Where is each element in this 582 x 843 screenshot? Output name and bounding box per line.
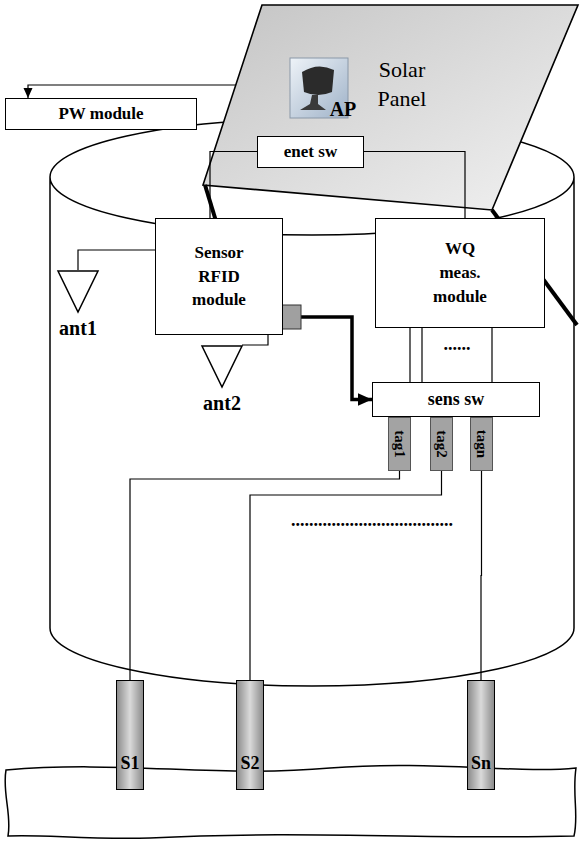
connector-port: [282, 305, 301, 329]
connector: [410, 328, 411, 382]
connector-line: [242, 335, 268, 345]
antenna: ant2: [195, 345, 249, 415]
connector-line: [480, 471, 482, 680]
ellipsis: ......: [444, 334, 471, 356]
antenna: ant1: [51, 270, 105, 340]
connector: [364, 152, 465, 219]
connector-line: [409, 328, 410, 382]
connector: [78, 250, 155, 270]
rfid-tag: tagn: [470, 417, 493, 471]
tag-label: tag1: [391, 430, 408, 458]
device-label: AP: [330, 97, 357, 121]
solar-panel: Solar Panel: [202, 4, 580, 212]
connector-line: [491, 328, 492, 382]
power-module: PW module: [5, 98, 197, 130]
measurement-module: WQ meas. module: [375, 218, 545, 328]
connector-line: [250, 471, 442, 680]
icon-body: [302, 66, 334, 95]
antenna-symbol: [197, 345, 247, 389]
box-label: enet sw: [284, 140, 337, 164]
sensor-label: S1: [120, 753, 139, 775]
arrowhead: [358, 393, 372, 406]
rfid-tag: tag1: [388, 417, 411, 471]
box-label: WQ meas. module: [425, 237, 495, 308]
antenna-symbol: [53, 270, 103, 314]
connector-line: [210, 152, 257, 219]
panel-label: Solar Panel: [357, 56, 447, 113]
probe-sensor: Sn: [467, 680, 495, 790]
antenna-symbol: [58, 271, 98, 312]
panel-fill: [203, 5, 578, 210]
sensor-label: Sn: [471, 753, 491, 775]
connector-line: [28, 85, 236, 98]
arrowhead: [24, 88, 33, 98]
connector: [492, 328, 493, 382]
connector: [242, 335, 268, 345]
box-label: PW module: [58, 102, 143, 126]
rfid-tag: tag2: [430, 417, 453, 471]
connector: [250, 471, 442, 680]
rfid-module: Sensor RFID module: [155, 218, 283, 335]
connector: [422, 328, 423, 382]
connector-line: [78, 250, 155, 270]
antenna-label: ant1: [51, 316, 105, 340]
connector: [210, 152, 257, 219]
connector: [301, 317, 372, 406]
probe-sensor: S2: [236, 680, 264, 790]
connector-line: [421, 328, 422, 382]
tank-outline: [50, 119, 574, 686]
connector-line: [364, 152, 465, 219]
antenna-symbol: [202, 346, 242, 387]
ellipsis: ....................................: [291, 510, 453, 532]
tag-label: tagn: [473, 430, 490, 458]
antenna-label: ant2: [195, 391, 249, 415]
connector: [24, 85, 236, 98]
connector-line: [301, 317, 372, 400]
icon-stand: [300, 95, 326, 110]
panel-outline: [203, 5, 578, 210]
tag-label: tag2: [433, 430, 450, 458]
sensor-label: S2: [240, 753, 259, 775]
sensor-switch: sens sw: [372, 382, 540, 417]
box-label: sens sw: [428, 387, 485, 412]
ethernet-switch: enet sw: [257, 136, 364, 168]
box-label: Sensor RFID module: [184, 241, 254, 312]
connector-line: [130, 471, 400, 680]
probe-sensor: S1: [116, 680, 144, 790]
connector: [481, 471, 483, 680]
connector: [130, 471, 400, 680]
